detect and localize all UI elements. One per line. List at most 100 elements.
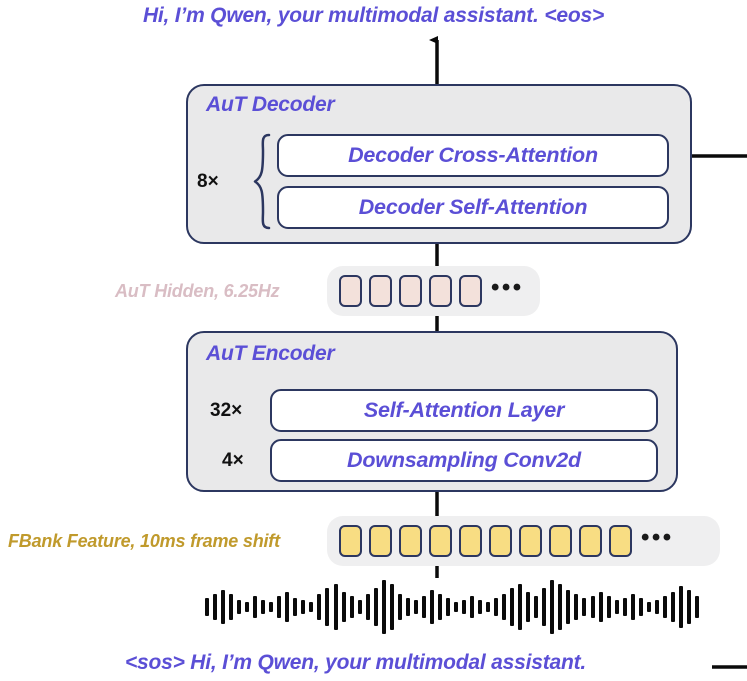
decoder-self-attention-box[interactable]: Decoder Self-Attention xyxy=(277,186,669,229)
hidden-token xyxy=(369,275,392,307)
waveform-bar xyxy=(325,588,330,626)
fbank-token xyxy=(579,525,602,557)
input-text: <sos> Hi, I’m Qwen, your multimodal assi… xyxy=(124,651,587,674)
waveform-bar xyxy=(301,600,306,614)
waveform-bar xyxy=(261,600,266,614)
aut-decoder-title: AuT Decoder xyxy=(206,93,335,116)
waveform-bar xyxy=(309,602,314,612)
waveform-bar xyxy=(229,594,234,620)
waveform-bar xyxy=(373,588,378,626)
waveform-bar xyxy=(237,600,242,614)
waveform-bar xyxy=(638,598,643,616)
encoder-downsampling-conv2d-box[interactable]: Downsampling Conv2d xyxy=(270,439,658,482)
waveform-bar xyxy=(550,580,555,634)
waveform-bar xyxy=(253,596,258,618)
waveform-bar xyxy=(478,600,483,614)
encoder-downsampling-conv2d-label: Downsampling Conv2d xyxy=(347,448,581,472)
waveform-bar xyxy=(646,602,651,612)
waveform-bar xyxy=(413,600,418,614)
encoder-self-attention-label: Self-Attention Layer xyxy=(363,398,565,422)
waveform-bar xyxy=(694,596,699,618)
waveform-bar xyxy=(285,592,290,622)
waveform-bar xyxy=(357,600,362,614)
aut-hidden-label: AuT Hidden, 6.25Hz xyxy=(115,281,280,301)
waveform-bar xyxy=(614,600,619,614)
waveform-bar xyxy=(606,596,611,618)
waveform-bar xyxy=(462,600,466,614)
aut-hidden-token-strip: ••• xyxy=(327,266,540,316)
waveform-bar xyxy=(437,594,442,620)
encoder-self-attention-box[interactable]: Self-Attention Layer xyxy=(270,389,658,432)
waveform-bar xyxy=(397,594,402,620)
waveform-bar xyxy=(349,596,354,618)
waveform-bar xyxy=(574,594,579,620)
fbank-token xyxy=(609,525,632,557)
waveform-bar xyxy=(590,596,595,618)
waveform-bar xyxy=(470,596,475,618)
waveform-bar xyxy=(333,584,338,630)
audio-waveform xyxy=(205,578,699,636)
waveform-bar xyxy=(445,598,450,616)
decoder-repeat-multiplier: 8× xyxy=(197,171,219,192)
waveform-bar xyxy=(558,584,563,630)
decoder-cross-attention-box[interactable]: Decoder Cross-Attention xyxy=(277,134,669,177)
fbank-token xyxy=(519,525,542,557)
aut-encoder-title: AuT Encoder xyxy=(206,342,335,365)
output-text: Hi, I’m Qwen, your multimodal assistant.… xyxy=(142,4,605,27)
waveform-bar xyxy=(453,602,458,612)
waveform-bar xyxy=(526,592,531,622)
waveform-bar xyxy=(205,598,209,616)
waveform-bar xyxy=(582,598,587,616)
waveform-bar xyxy=(365,594,370,620)
waveform-bar xyxy=(598,592,603,622)
waveform-bar xyxy=(630,594,635,620)
fbank-token-strip: ••• xyxy=(327,516,720,566)
hidden-token xyxy=(459,275,482,307)
waveform-bar xyxy=(486,602,491,612)
waveform-bar xyxy=(654,600,659,614)
waveform-bar xyxy=(317,594,322,620)
waveform-bar xyxy=(542,588,547,626)
waveform-bar xyxy=(421,596,426,618)
fbank-token xyxy=(549,525,572,557)
waveform-bar xyxy=(662,596,667,618)
self-attention-repeat-multiplier: 32× xyxy=(210,400,243,421)
waveform-bar xyxy=(518,584,523,630)
waveform-bar xyxy=(277,596,282,618)
hidden-token xyxy=(399,275,422,307)
waveform-bar xyxy=(213,594,218,620)
waveform-bar xyxy=(670,592,675,622)
waveform-bar xyxy=(341,592,346,622)
waveform-bar xyxy=(429,590,434,624)
fbank-token xyxy=(399,525,422,557)
fbank-feature-label: FBank Feature, 10ms frame shift xyxy=(8,531,280,551)
waveform-bar xyxy=(534,596,539,618)
hidden-token xyxy=(339,275,362,307)
waveform-bar xyxy=(381,580,386,634)
conv2d-repeat-multiplier: 4× xyxy=(222,450,244,471)
waveform-bar xyxy=(678,586,683,628)
waveform-bar xyxy=(245,602,250,612)
fbank-ellipsis: ••• xyxy=(641,524,674,551)
waveform-bar xyxy=(494,598,499,616)
fbank-token xyxy=(369,525,392,557)
waveform-bar xyxy=(221,590,226,624)
waveform-bar xyxy=(622,598,627,616)
waveform-bar xyxy=(405,598,410,616)
waveform-bar xyxy=(566,590,571,624)
fbank-token xyxy=(489,525,512,557)
waveform-bar xyxy=(269,602,274,612)
decoder-cross-attention-label: Decoder Cross-Attention xyxy=(348,143,598,167)
waveform-bar xyxy=(510,588,515,626)
fbank-token xyxy=(339,525,362,557)
hidden-token xyxy=(429,275,452,307)
decoder-repeat-brace xyxy=(253,133,271,230)
fbank-token xyxy=(429,525,452,557)
fbank-token xyxy=(459,525,482,557)
waveform-bar xyxy=(293,598,298,616)
waveform-bar xyxy=(502,594,507,620)
decoder-self-attention-label: Decoder Self-Attention xyxy=(358,195,588,219)
waveform-bar xyxy=(389,584,394,630)
waveform-bar xyxy=(686,590,691,624)
